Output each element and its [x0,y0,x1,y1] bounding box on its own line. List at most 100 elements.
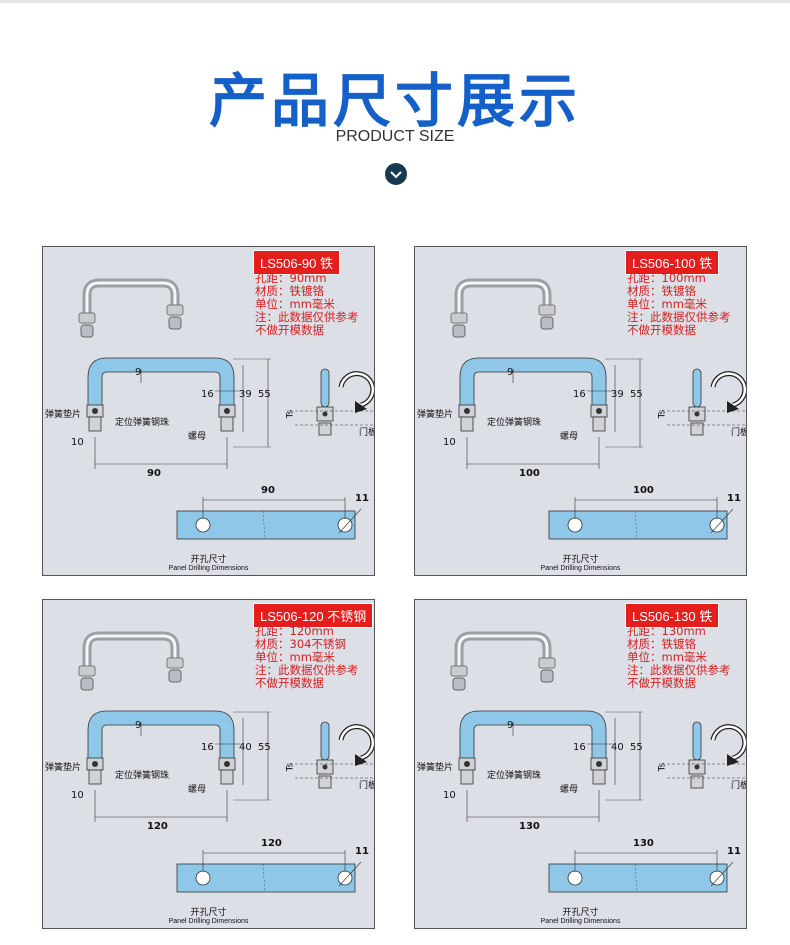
spec-line: 注：此数据仅供参考 [627,310,731,324]
dim-hole-diameter: 11 [727,846,741,857]
dim-39: 40 [239,742,252,753]
handle-photo [78,631,184,691]
dim-hole-diameter: 11 [727,493,741,504]
dim-10: 10 [443,437,456,448]
spec-line: 注：此数据仅供参考 [255,663,359,677]
spec-line: 孔距：130mm [627,624,706,638]
dim-16: 16 [573,742,586,753]
dim-10: 10 [443,790,456,801]
handle-technical-drawing [86,357,271,469]
spec-line: 单位：mm毫米 [627,297,707,311]
handle-technical-drawing [458,357,643,469]
ts-label: Ts [657,762,668,772]
spec-line: 材质：铁镀铬 [255,284,324,298]
steel-ball-label: 定位弹簧钢珠 [115,771,170,781]
spring-washer-label: 弹簧垫片 [417,763,454,773]
drilling-caption-cn: 开孔尺寸 [562,555,599,565]
dim-10: 10 [71,437,84,448]
dim-55: 55 [258,389,271,400]
dim-top: 9 [135,720,142,731]
spring-washer-label: 弹簧垫片 [45,410,82,420]
side-view-drawing [667,721,746,789]
spring-washer-label: 弹簧垫片 [45,763,82,773]
spec-line: 材质：304不锈钢 [255,637,346,651]
steel-ball-label: 定位弹簧钢珠 [115,418,170,428]
spec-line: 注：此数据仅供参考 [627,663,731,677]
handle-photo [78,278,184,338]
dim-55: 55 [258,742,271,753]
drilling-caption-cn: 开孔尺寸 [190,555,227,565]
dim-hole-diameter: 11 [355,846,369,857]
model-tag: LS506-120 不锈钢 [253,603,374,628]
handle-photo [450,631,556,691]
dim-width: 120 [147,821,168,832]
ts-label: Ts [285,409,296,419]
drilling-caption-en: Panel Drilling Dimensions [540,918,621,925]
dim-39: 39 [239,389,252,400]
spec-line: 材质：铁镀铬 [627,284,696,298]
handle-drawing [78,631,374,893]
drilling-caption-en: Panel Drilling Dimensions [540,565,621,572]
dim-width: 130 [519,821,540,832]
door-panel-label: 门板 [359,781,374,791]
nut-label: 螺母 [560,432,579,442]
spec-line: 不做开模数据 [627,323,696,337]
door-panel-label: 门板 [359,428,374,438]
spec-line: 不做开模数据 [627,676,696,690]
side-view-drawing [295,721,374,789]
handle-drawing [450,631,746,893]
panel-drilling-drawing [176,850,362,893]
dim-hole-spacing: 130 [633,838,654,849]
dim-55: 55 [630,742,643,753]
spec-line: 孔距：100mm [627,271,706,285]
nut-label: 螺母 [188,432,207,442]
drilling-caption-en: Panel Drilling Dimensions [168,918,249,925]
chevron-down-icon[interactable] [385,163,407,185]
handle-technical-drawing [86,710,271,822]
spec-line: 孔距：120mm [255,624,334,638]
dim-16: 16 [573,389,586,400]
nut-label: 螺母 [188,785,207,795]
door-panel-label: 门板 [731,781,746,791]
spec-line: 孔距：90mm [255,271,327,285]
side-view-drawing [295,368,374,436]
ts-label: Ts [657,409,668,419]
dim-16: 16 [201,389,214,400]
drilling-caption-en: Panel Drilling Dimensions [168,565,249,572]
dim-39: 39 [611,389,624,400]
dim-16: 16 [201,742,214,753]
ts-label: Ts [285,762,296,772]
panel-drilling-drawing [548,850,734,893]
handle-technical-drawing [458,710,643,822]
side-view-drawing [667,368,746,436]
spec-line: 不做开模数据 [255,676,324,690]
model-tag: LS506-130 铁 [625,603,720,628]
steel-ball-label: 定位弹簧钢珠 [487,418,542,428]
drilling-caption-cn: 开孔尺寸 [190,908,227,918]
spec-line: 单位：mm毫米 [255,297,335,311]
page-title: 产品尺寸展示 [208,67,581,135]
model-tag: LS506-100 铁 [625,250,720,275]
dim-top: 9 [507,720,514,731]
dim-10: 10 [71,790,84,801]
spec-line: 单位：mm毫米 [627,650,707,664]
nut-label: 螺母 [560,785,579,795]
steel-ball-label: 定位弹簧钢珠 [487,771,542,781]
spring-washer-label: 弹簧垫片 [417,410,454,420]
handle-drawing [78,278,374,540]
dim-top: 9 [135,367,142,378]
dim-39: 40 [611,742,624,753]
page-subtitle: PRODUCT SIZE [335,128,455,145]
dim-55: 55 [630,389,643,400]
model-tag: LS506-90 铁 [253,250,340,275]
spec-line: 单位：mm毫米 [255,650,335,664]
dim-hole-spacing: 90 [261,485,275,496]
handle-photo [450,278,556,338]
door-panel-label: 门板 [731,428,746,438]
top-divider [0,0,790,3]
dim-hole-spacing: 100 [633,485,654,496]
dim-width: 100 [519,468,540,479]
